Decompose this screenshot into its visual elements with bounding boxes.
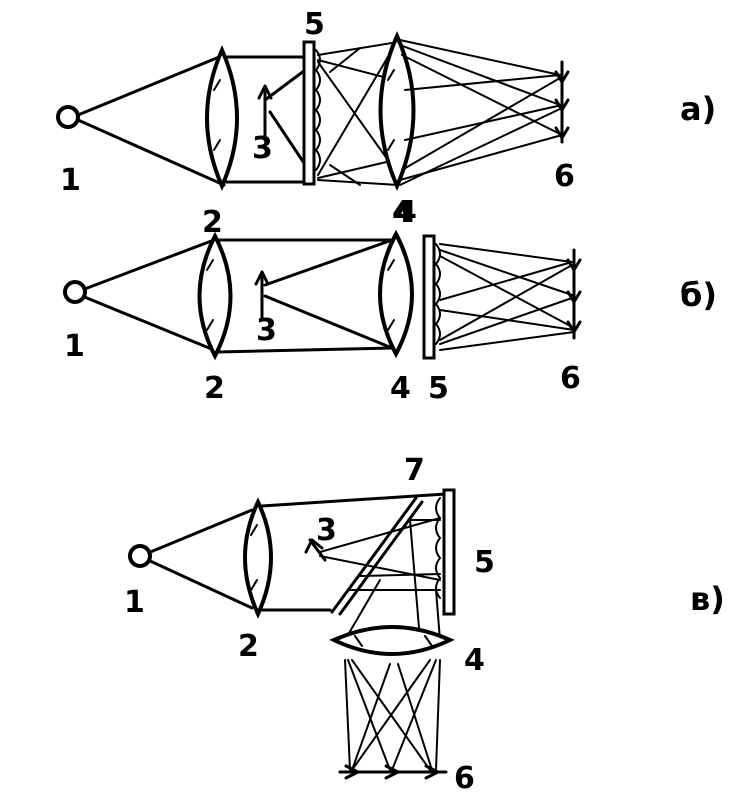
diffuser-surface (435, 497, 442, 599)
ray (76, 53, 226, 117)
light-source (63, 280, 87, 304)
ray (263, 238, 394, 287)
label-lens1-bottom: 2 (204, 371, 225, 406)
ray (76, 118, 226, 187)
image-arrow-head (566, 320, 582, 334)
label-source: 1 (60, 163, 81, 198)
diffuser-surface (434, 243, 441, 345)
label-diffuser: 5 (428, 371, 449, 406)
light-source (56, 105, 80, 129)
panel-a: 1 3 5 4 6 а) (56, 7, 716, 230)
mirror (338, 500, 424, 616)
label-lens1: 2 (238, 629, 259, 664)
label-object: 3 (252, 131, 273, 166)
panel-tag: б) (680, 276, 717, 314)
lens (243, 497, 273, 619)
label-image: 6 (554, 159, 575, 194)
diffuser-plate (302, 40, 316, 186)
panel-c: 1 2 3 7 5 4 6 в) (124, 453, 725, 796)
image-arrow-head (554, 98, 570, 112)
label-source: 1 (124, 585, 145, 620)
label-object: 3 (256, 313, 277, 348)
image-arrow-head (566, 290, 582, 304)
diffuser-plate (422, 234, 436, 360)
diffuser-surface (314, 49, 321, 171)
label-image: 6 (454, 761, 475, 796)
label-lens1-top: 2 (202, 205, 223, 240)
object-arrow-head (257, 84, 273, 100)
panel-tag: а) (680, 90, 716, 128)
object-arrow (308, 538, 327, 562)
label-source: 1 (64, 329, 85, 364)
ray (263, 294, 394, 350)
image-arrow-head (566, 258, 582, 272)
ray (80, 238, 216, 292)
image-arrow-head (424, 764, 440, 780)
diffuser-plate (442, 488, 456, 616)
label-lens2-top: 4 (392, 195, 413, 230)
panel-tag: в) (690, 580, 725, 618)
label-mirror: 7 (404, 453, 425, 488)
label-object: 3 (316, 513, 337, 548)
lens (329, 625, 455, 656)
label-diffuser: 5 (304, 7, 325, 42)
ray (146, 558, 254, 610)
object-arrow-head (254, 270, 270, 286)
label-diffuser: 5 (474, 545, 495, 580)
lens (378, 229, 414, 359)
label-lens2: 4 (464, 643, 485, 678)
image-arrow-head (384, 764, 400, 780)
lens (205, 45, 239, 191)
ray (216, 346, 394, 354)
image-arrow-head (344, 764, 360, 780)
panel-b: 1 2 2 3 4 4 5 6 б) (63, 195, 717, 406)
ray (146, 508, 254, 555)
object-arrow-head (304, 538, 324, 554)
label-lens: 4 (396, 195, 417, 230)
label-lens2-bottom: 4 (390, 371, 411, 406)
label-image: 6 (560, 361, 581, 396)
image-arrow-head (554, 126, 570, 140)
light-source (128, 544, 152, 568)
mirror (330, 496, 418, 614)
lens (197, 231, 233, 361)
ray (80, 294, 216, 352)
ray (260, 492, 448, 508)
image-arrow-head (554, 70, 570, 84)
